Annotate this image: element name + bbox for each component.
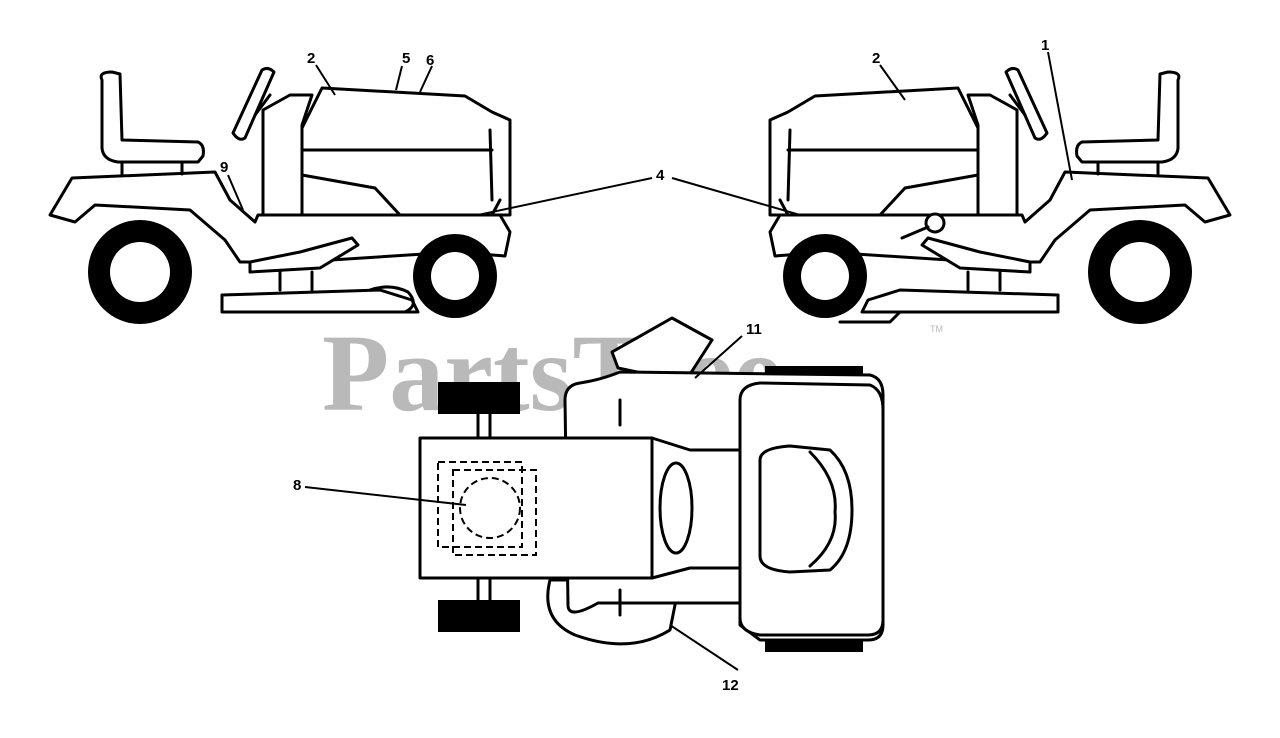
callout-9: 9 — [220, 159, 228, 176]
callout-4: 4 — [656, 167, 665, 184]
leader-lines — [227, 51, 1073, 671]
rear-wheel-top — [438, 382, 520, 414]
watermark-trademark: TM — [930, 324, 943, 334]
tractor-top-view — [418, 316, 885, 652]
callout-5: 5 — [402, 50, 410, 67]
rear-wheel-bottom — [438, 600, 520, 632]
callout-6: 6 — [426, 52, 434, 69]
callout-1: 1 — [1041, 37, 1049, 54]
callout-11: 11 — [746, 321, 762, 338]
callout-labels: 1 2 2 4 5 6 8 9 11 12 — [220, 37, 1049, 694]
callout-8: 8 — [293, 477, 301, 494]
left-tractor-side-view — [48, 66, 512, 324]
callout-2-left: 2 — [307, 50, 315, 67]
callout-2-right: 2 — [872, 50, 880, 67]
right-tractor-side-view — [768, 66, 1232, 324]
callout-12: 12 — [722, 677, 739, 694]
